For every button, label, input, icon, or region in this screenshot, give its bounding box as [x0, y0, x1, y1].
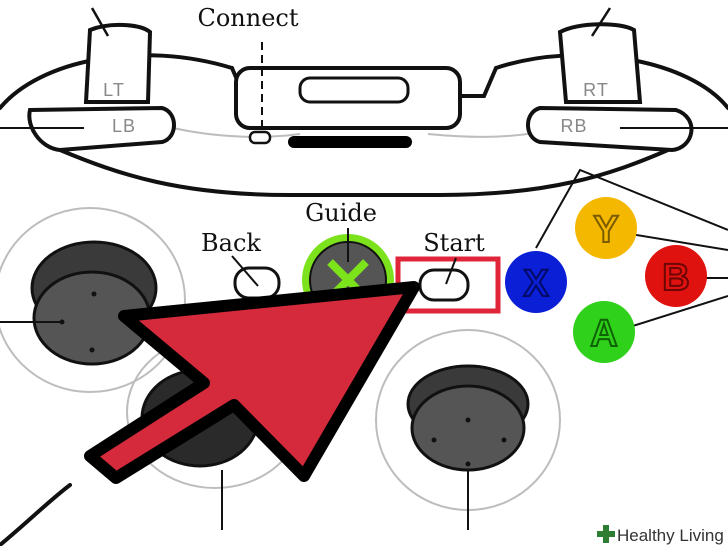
lt-label: LT — [103, 80, 125, 100]
right-trigger[interactable]: RT — [557, 22, 643, 104]
back-label: Back — [201, 229, 261, 257]
x-button[interactable]: X — [505, 251, 567, 313]
connect-button[interactable] — [248, 130, 272, 145]
y-button[interactable]: Y — [575, 197, 637, 259]
right-bumper[interactable]: RB — [526, 105, 694, 153]
left-thumbstick[interactable] — [30, 240, 158, 366]
left-trigger[interactable]: LT — [83, 22, 153, 104]
start-label: Start — [423, 229, 485, 257]
b-letter: B — [662, 257, 689, 299]
watermark: Healthy Living — [594, 522, 728, 546]
lb-label: LB — [112, 116, 136, 136]
start-button[interactable] — [418, 268, 470, 302]
y-letter: Y — [593, 209, 618, 251]
rt-label: RT — [583, 80, 609, 100]
rb-label: RB — [560, 116, 587, 136]
connect-port — [234, 66, 462, 148]
back-button[interactable] — [233, 266, 281, 300]
b-button[interactable]: B — [645, 245, 707, 307]
watermark-text: Healthy Living — [617, 526, 724, 545]
connect-label: Connect — [197, 4, 298, 32]
guide-label: Guide — [305, 199, 377, 227]
pointer-arrow — [84, 281, 420, 484]
a-button[interactable]: A — [573, 301, 635, 363]
a-letter: A — [590, 313, 617, 355]
x-letter: X — [523, 263, 549, 305]
plus-leaf-icon — [597, 525, 615, 543]
right-thumbstick[interactable] — [406, 364, 530, 472]
